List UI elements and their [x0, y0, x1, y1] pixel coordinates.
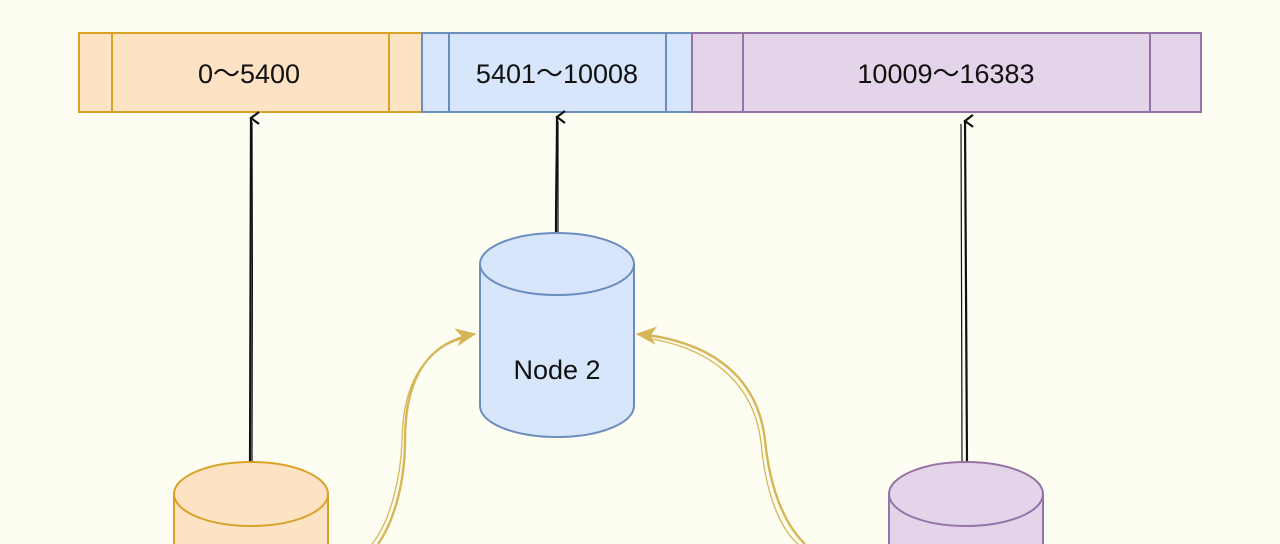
node-3-cylinder: [888, 461, 1044, 544]
slot-range-2-label: 5401～10008: [476, 59, 638, 89]
slot-range-1-box: [78, 32, 423, 113]
slot-range-3-box: [691, 32, 1202, 113]
slot-range-2-box: [421, 32, 693, 113]
slot-range-1: 0～5400: [78, 32, 423, 113]
node-1-to-slot-arrow: [248, 111, 260, 463]
slot-range-2: 5401～10008: [421, 32, 693, 113]
node-3-to-node-2-link: [635, 326, 806, 544]
node-2-label: Node 2: [513, 355, 600, 385]
node-1-cylinder: [173, 461, 329, 544]
node-2-cylinder: Node 2: [479, 232, 635, 438]
node-3-to-slot-arrow: [960, 114, 974, 463]
slot-range-1-label: 0～5400: [198, 59, 300, 89]
node-2-to-slot-arrow: [554, 110, 566, 233]
slot-range-3: 10009～16383: [691, 32, 1202, 113]
node-1-to-node-2-link: [371, 328, 477, 544]
slot-range-3-label: 10009～16383: [857, 59, 1034, 89]
